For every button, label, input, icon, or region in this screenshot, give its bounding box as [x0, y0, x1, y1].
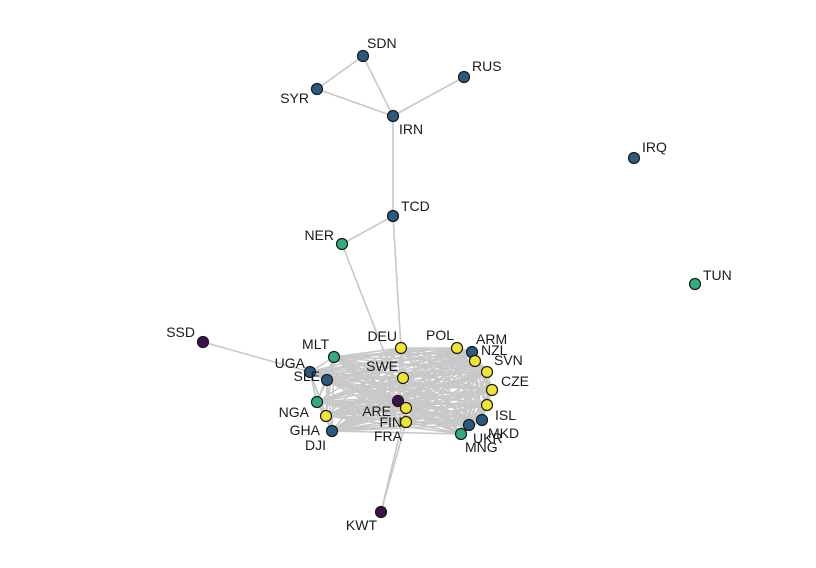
node-ssd[interactable] [196, 335, 210, 349]
node-label-mlt: MLT [302, 336, 329, 352]
node-label-syr: SYR [280, 90, 309, 106]
edge-pol-mng [456, 347, 462, 435]
node-label-fra: FRA [374, 428, 403, 444]
node-sdn[interactable] [356, 49, 370, 63]
node-label-tun: TUN [703, 267, 732, 283]
node-cze[interactable] [485, 383, 499, 397]
node-are[interactable] [391, 394, 405, 408]
edge-fin-pol [405, 347, 458, 409]
edge-tcd-deu [392, 215, 402, 349]
edge-tcd-ner [341, 215, 394, 245]
edge-fra-arm [405, 351, 473, 423]
node-tcd[interactable] [386, 209, 400, 223]
edge-swe-pol [402, 347, 458, 379]
edge-nga-deu [316, 347, 402, 403]
node-label-arm: ARM [476, 331, 507, 347]
edge-fra-ukr [405, 421, 470, 426]
node-label-mng: MNG [465, 439, 498, 455]
edge-rus-irn [392, 76, 465, 117]
node-label-dji: DJI [305, 437, 326, 453]
node-label-deu: DEU [367, 328, 397, 344]
node-label-mkd: MKD [488, 425, 519, 441]
node-isl[interactable] [480, 398, 494, 412]
node-label-irq: IRQ [642, 139, 667, 155]
edge-svn-mkd [481, 371, 488, 421]
node-nga[interactable] [310, 395, 324, 409]
edge-sdn-syr [316, 55, 364, 90]
edge-are-pol [397, 347, 458, 402]
node-tun[interactable] [688, 277, 702, 291]
node-ner[interactable] [335, 237, 349, 251]
edge-pol-ukr [456, 347, 470, 426]
node-label-fin: FIN [379, 414, 402, 430]
edge-fra-pol [405, 347, 458, 423]
node-label-ukr: UKR [473, 430, 503, 446]
edge-dji-mng [331, 430, 462, 435]
node-mlt[interactable] [327, 350, 341, 364]
node-label-ner: NER [304, 227, 334, 243]
edge-syr-irn [316, 88, 394, 117]
node-label-rus: RUS [472, 58, 502, 74]
node-label-nzl: NZL [481, 342, 508, 358]
edge-are-nzl [397, 360, 476, 402]
edge-fra-isl [405, 404, 488, 423]
node-label-irn: IRN [399, 121, 423, 137]
node-irq[interactable] [627, 151, 641, 165]
node-svn[interactable] [480, 365, 494, 379]
node-label-nga: NGA [279, 404, 310, 420]
node-label-pol: POL [426, 327, 454, 343]
edge-sle-dji [326, 379, 333, 432]
node-label-isl: ISL [495, 407, 516, 423]
node-label-ssd: SSD [166, 324, 195, 340]
edge-dji-pol [331, 347, 458, 432]
node-swe[interactable] [396, 371, 410, 385]
node-dji[interactable] [325, 424, 339, 438]
edge-mlt-dji [331, 356, 335, 432]
node-kwt[interactable] [374, 505, 388, 519]
edge-layer [202, 55, 493, 513]
edge-fra-mng [405, 421, 462, 435]
node-label-tcd: TCD [401, 198, 430, 214]
node-deu[interactable] [394, 341, 408, 355]
node-label-cze: CZE [501, 373, 529, 389]
node-label-gha: GHA [290, 422, 321, 438]
node-irn[interactable] [386, 109, 400, 123]
edge-sdn-irn [362, 55, 394, 117]
node-mng[interactable] [454, 427, 468, 441]
node-label-kwt: KWT [346, 517, 378, 533]
edge-gha-mng [325, 415, 462, 435]
node-label-uga: UGA [275, 355, 306, 371]
node-fin[interactable] [399, 401, 413, 415]
node-layer [196, 49, 702, 519]
node-mkd[interactable] [475, 413, 489, 427]
edge-deu-ukr [400, 347, 470, 426]
node-rus[interactable] [457, 70, 471, 84]
edge-dji-arm [331, 351, 473, 432]
node-syr[interactable] [310, 82, 324, 96]
node-label-are: ARE [362, 403, 391, 419]
node-label-swe: SWE [366, 358, 398, 374]
edge-pol-mkd [456, 347, 483, 421]
edge-nzl-mng [460, 360, 476, 435]
edge-kwt-fra [380, 421, 407, 513]
node-label-svn: SVN [494, 352, 523, 368]
node-ukr[interactable] [462, 418, 476, 432]
node-gha[interactable] [319, 409, 333, 423]
node-uga[interactable] [303, 365, 317, 379]
edge-uga-deu [309, 347, 402, 373]
node-fra[interactable] [399, 415, 413, 429]
node-label-sdn: SDN [367, 35, 397, 51]
edge-mlt-gha [325, 356, 335, 417]
node-sle[interactable] [320, 373, 334, 387]
edge-ssd-uga [202, 341, 311, 373]
edge-fra-nzl [405, 360, 476, 423]
node-pol[interactable] [450, 341, 464, 355]
node-nzl[interactable] [468, 354, 482, 368]
node-label-sle: SLE [294, 368, 320, 384]
